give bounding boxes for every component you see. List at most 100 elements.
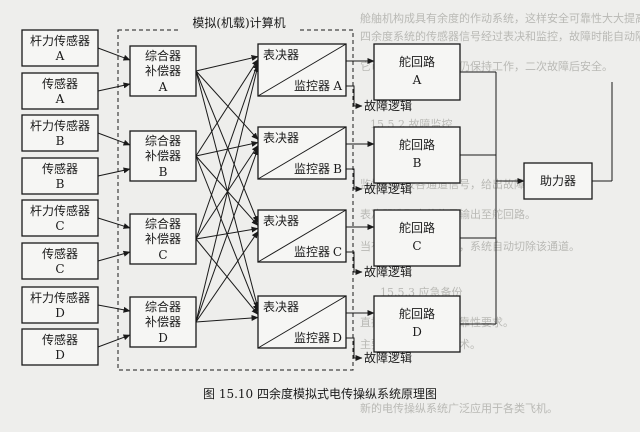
- sensor-label: 传感器: [42, 332, 78, 347]
- sensor-box: [21, 72, 99, 110]
- bleed-text-line: 新的电传操纵系统广泛应用于各类飞机。: [360, 401, 558, 415]
- monitor-label: 监控器: [294, 331, 330, 345]
- compensator-box: [129, 296, 197, 348]
- monitor-to-fault-line: [346, 168, 363, 192]
- monitor-channel: C: [333, 245, 342, 259]
- computer-boundary: [117, 29, 354, 371]
- voter-label: 表决器: [263, 300, 299, 314]
- cross-strap-line: [195, 148, 259, 323]
- stick-to-compensator-line: [97, 132, 131, 146]
- monitor-to-fault-line: [346, 251, 363, 275]
- fault-logic-label: 故障逻辑: [364, 98, 412, 113]
- rudder-loop-label: 舵回路: [399, 220, 435, 235]
- compensator-box: [129, 213, 197, 265]
- cross-strap-line: [195, 70, 259, 140]
- cross-strap-line: [195, 70, 260, 309]
- stick-to-compensator-line: [97, 217, 131, 229]
- computer-label: 模拟(机载)计算机: [192, 15, 285, 30]
- compensator-sublabel: 补偿器: [145, 63, 181, 78]
- compensator-sublabel: 补偿器: [145, 314, 181, 329]
- rudder-loop-channel: A: [412, 73, 422, 87]
- bleed-text-line: 四余度系统的传感器信号经过表决和监控，故障时能自动隔离。: [360, 29, 640, 43]
- stick-force-sensor-label: 杆力传感器: [30, 33, 90, 48]
- booster-label: 助力器: [540, 174, 576, 188]
- voter-label: 表决器: [263, 214, 299, 228]
- stick-to-compensator-line: [97, 304, 131, 313]
- compensator-label: 综合器: [145, 299, 181, 314]
- fault-logic-label: 故障逻辑: [364, 181, 412, 196]
- sensor-box: [21, 242, 99, 280]
- monitor-channel: A: [332, 79, 342, 93]
- cross-strap-line: [195, 70, 259, 223]
- cross-strap-line: [195, 65, 260, 323]
- sensor-label: 传感器: [42, 161, 78, 176]
- cross-strap-line: [195, 314, 259, 323]
- sensor-label: 传感器: [42, 76, 78, 91]
- connection-lines: [97, 47, 613, 361]
- sensor-box: [21, 328, 99, 366]
- stick-force-sensor-channel: A: [55, 49, 65, 63]
- voter-divider-line: [257, 43, 347, 97]
- compensator-label: 综合器: [145, 216, 181, 231]
- rudder-loop-box: [373, 126, 461, 184]
- compensator-label: 综合器: [145, 133, 181, 148]
- monitor-to-fault-line: [346, 337, 363, 361]
- sensor-channel: C: [55, 262, 64, 276]
- voter-divider-line: [257, 209, 347, 263]
- stick-force-sensor-channel: D: [55, 306, 65, 320]
- stick-force-sensor-label: 杆力传感器: [30, 290, 90, 305]
- rudder-loop-box: [373, 295, 461, 353]
- stick-to-compensator-line: [97, 47, 131, 61]
- rudder-loop-channel: B: [413, 156, 422, 170]
- monitor-to-fault-line: [346, 85, 363, 109]
- cross-strap-line: [195, 62, 259, 240]
- monitor-channel: B: [333, 162, 342, 176]
- sensor-to-compensator-line: [97, 334, 131, 348]
- cross-strap-line: [195, 155, 259, 226]
- rudder-loop-label: 舵回路: [399, 54, 435, 69]
- stick-force-sensor-box: [21, 199, 99, 237]
- stick-force-sensor-box: [21, 114, 99, 152]
- rudder-loop-label: 舵回路: [399, 306, 435, 321]
- compensator-sublabel: 补偿器: [145, 148, 181, 163]
- stick-force-sensor-label: 杆力传感器: [30, 203, 90, 218]
- rudder-loop-box: [373, 209, 461, 267]
- monitor-label: 监控器: [294, 79, 330, 93]
- compensator-sublabel: 补偿器: [145, 231, 181, 246]
- compensator-channel: A: [158, 80, 168, 94]
- compensator-box: [129, 45, 197, 97]
- voter-label: 表决器: [263, 48, 299, 62]
- fault-logic-label: 故障逻辑: [364, 350, 412, 365]
- cross-strap-line: [195, 231, 259, 323]
- rudder-loop-box: [373, 43, 461, 101]
- sensor-box: [21, 157, 99, 195]
- monitor-label: 监控器: [294, 162, 330, 176]
- rudder-loop-channel: D: [412, 325, 422, 339]
- voter-divider-line: [257, 295, 347, 349]
- sensor-channel: A: [55, 92, 65, 106]
- stick-force-sensor-channel: C: [55, 219, 64, 233]
- booster-box: [523, 162, 593, 200]
- stick-force-sensor-label: 杆力传感器: [30, 118, 90, 133]
- figure-caption: 图 15.10 四余度模拟式电传操纵系统原理图: [203, 386, 437, 401]
- sensor-to-compensator-line: [97, 167, 131, 177]
- compensator-channel: C: [158, 248, 167, 262]
- monitor-label: 监控器: [294, 245, 330, 259]
- compensator-channel: D: [158, 331, 168, 345]
- sensor-to-compensator-line: [97, 250, 131, 262]
- sensor-channel: B: [56, 177, 65, 191]
- stick-force-sensor-box: [21, 29, 99, 67]
- computer-label-bg: [180, 14, 298, 31]
- rudder-loop-channel: C: [412, 239, 421, 253]
- sensor-channel: D: [55, 348, 65, 362]
- compensator-box: [129, 130, 197, 182]
- bleed-text-line: 舱舳机构成具有余度的作动系统，这样安全可靠性大大提高。: [360, 11, 640, 25]
- compensator-channel: B: [159, 165, 168, 179]
- voter-divider-line: [257, 126, 347, 180]
- rudder-loop-label: 舵回路: [399, 137, 435, 152]
- sensor-to-compensator-line: [97, 82, 131, 92]
- stick-force-sensor-channel: B: [56, 134, 65, 148]
